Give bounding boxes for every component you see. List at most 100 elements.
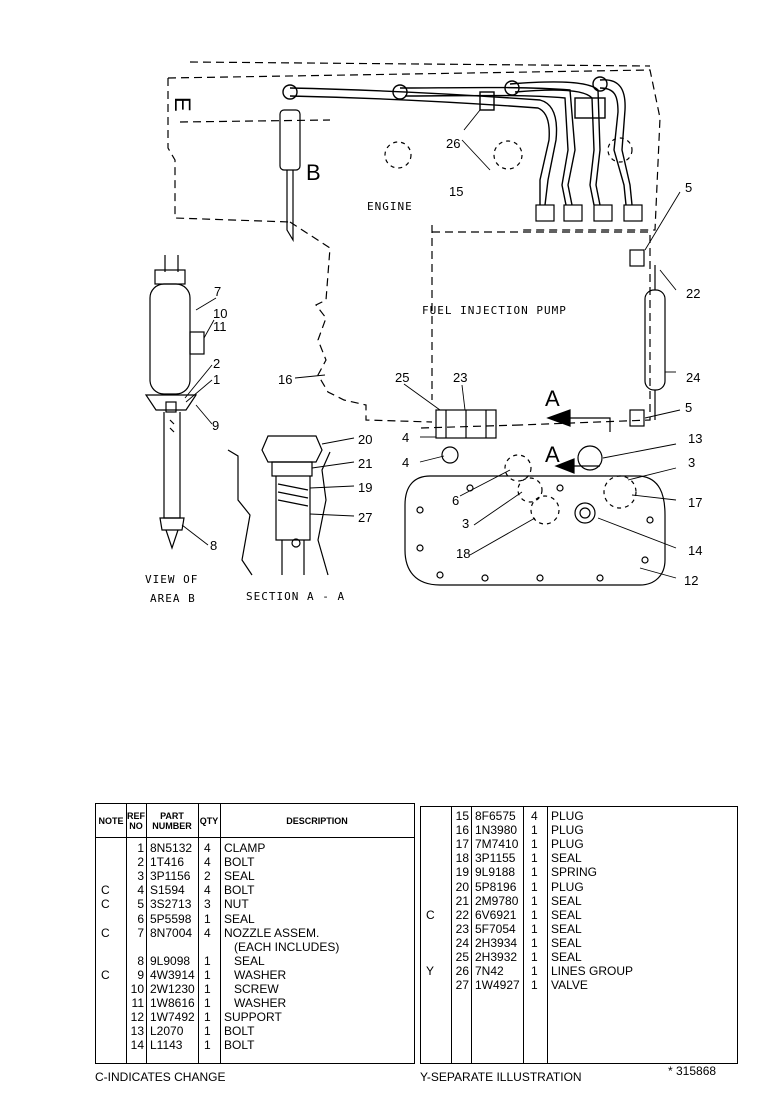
cell-part: 1W8616 bbox=[150, 996, 195, 1011]
cell-note: C bbox=[101, 967, 110, 982]
engine-outline bbox=[167, 61, 661, 429]
section-a-a-valve bbox=[227, 435, 331, 576]
cell-ref: 19 bbox=[455, 865, 469, 880]
cover-plate bbox=[404, 445, 666, 586]
cell-part: 2M9780 bbox=[475, 893, 519, 908]
cell-ref: 25 bbox=[455, 950, 469, 964]
cell-part: 1W7492 bbox=[150, 1010, 195, 1025]
cell-desc: WASHER bbox=[224, 996, 287, 1011]
parts-table-left: NOTE REF NO PART NUMBER QTY DESCRIPTION … bbox=[95, 803, 415, 1064]
cell-part: 9L9098 bbox=[150, 953, 191, 968]
callout-20: 20 bbox=[358, 432, 372, 447]
callout-22: 22 bbox=[686, 286, 700, 301]
cell-qty: 1 bbox=[204, 996, 211, 1011]
callout-25: 25 bbox=[395, 370, 409, 385]
callout-17: 17 bbox=[688, 495, 702, 510]
cell-part: 1W4927 bbox=[475, 978, 520, 993]
callout-12: 12 bbox=[684, 573, 698, 588]
callout-8: 8 bbox=[210, 538, 217, 553]
cell-desc: SEAL bbox=[551, 950, 582, 964]
callout-11: 11 bbox=[213, 319, 227, 334]
callout-9: 9 bbox=[212, 418, 219, 433]
cell-qty: 1 bbox=[531, 950, 538, 964]
cell-ref: 11 bbox=[131, 996, 144, 1011]
cell-desc: NUT bbox=[224, 897, 249, 912]
cell-desc: BOLT bbox=[224, 883, 255, 898]
arrow-a-lower: A bbox=[545, 442, 560, 467]
table-row: 19 9L9188 1 SPRING bbox=[421, 865, 737, 879]
cell-part: 1N3980 bbox=[475, 823, 518, 838]
pump-outlet-fittings bbox=[535, 204, 643, 222]
callout-5-lower: 5 bbox=[685, 400, 692, 415]
cell-ref: 15 bbox=[455, 809, 469, 823]
cell-qty: 1 bbox=[531, 823, 538, 838]
callout-1: 1 bbox=[213, 372, 220, 387]
cell-part: 8F6575 bbox=[475, 809, 516, 823]
cell-ref: 4 bbox=[137, 883, 144, 898]
cell-ref: 21 bbox=[455, 893, 469, 908]
cell-desc: CLAMP bbox=[224, 841, 266, 855]
cell-qty: 1 bbox=[204, 911, 211, 926]
cell-part: 9L9188 bbox=[475, 865, 516, 880]
cell-part: L1143 bbox=[150, 1038, 183, 1053]
cell-part: 5F7054 bbox=[475, 921, 516, 936]
callout-2: 2 bbox=[213, 356, 220, 371]
fuel-system-diagram: B ENGINE FUEL INJECTION PUMP VIEW OF ARE… bbox=[144, 61, 702, 605]
callout-15: 15 bbox=[449, 184, 463, 199]
cell-part: 1T416 bbox=[150, 855, 185, 870]
cell-part: 2H3932 bbox=[475, 950, 518, 964]
cell-qty: 1 bbox=[531, 865, 538, 880]
cell-desc: SEAL bbox=[551, 935, 582, 950]
cell-qty: 1 bbox=[204, 967, 211, 982]
callout-24: 24 bbox=[686, 370, 700, 385]
header-ref: REF NO bbox=[127, 810, 145, 831]
cell-ref: 10 bbox=[130, 982, 144, 996]
cell-ref: 2 bbox=[137, 855, 144, 870]
cell-qty: 1 bbox=[531, 907, 538, 922]
cell-part: 8N7004 bbox=[150, 925, 193, 940]
cell-ref: 8 bbox=[137, 953, 144, 968]
cell-note: C bbox=[101, 897, 110, 912]
table-header: NOTE REF NO PART NUMBER QTY DESCRIPTION bbox=[96, 804, 414, 838]
cell-qty: 4 bbox=[204, 841, 211, 855]
cell-desc: WASHER bbox=[224, 967, 287, 982]
header-desc: DESCRIPTION bbox=[286, 815, 348, 826]
cell-desc: SUPPORT bbox=[224, 1010, 282, 1025]
callout-23: 23 bbox=[453, 370, 467, 385]
section-arrows bbox=[546, 409, 611, 474]
sideways-mark: E bbox=[170, 97, 195, 112]
callout-7: 7 bbox=[214, 284, 221, 299]
cell-desc: SCREW bbox=[224, 982, 279, 996]
cell-ref: 13 bbox=[130, 1024, 144, 1039]
cell-qty: 1 bbox=[204, 1010, 211, 1025]
cell-qty: 4 bbox=[204, 855, 211, 870]
callout-3-upper: 3 bbox=[688, 455, 695, 470]
cell-qty: 1 bbox=[204, 1024, 211, 1039]
pump-label: FUEL INJECTION PUMP bbox=[422, 304, 567, 317]
fuel-lines-group bbox=[282, 76, 633, 206]
cell-desc: SEAL bbox=[551, 921, 582, 936]
cell-part: 2W1230 bbox=[150, 982, 195, 996]
view-b-letter: B bbox=[306, 160, 321, 185]
cell-ref: 18 bbox=[455, 851, 469, 866]
callout-5-upper: 5 bbox=[685, 180, 692, 195]
cell-desc: BOLT bbox=[224, 1024, 255, 1039]
table-row: 25 2H3932 1 SEAL bbox=[421, 950, 737, 964]
cell-desc: SPRING bbox=[551, 865, 598, 880]
cell-qty: 3 bbox=[204, 897, 211, 912]
cell-ref: 27 bbox=[455, 978, 469, 993]
cell-part: 6V6921 bbox=[475, 907, 517, 922]
cell-desc: SEAL bbox=[224, 953, 265, 968]
cell-ref: 14 bbox=[130, 1038, 144, 1053]
